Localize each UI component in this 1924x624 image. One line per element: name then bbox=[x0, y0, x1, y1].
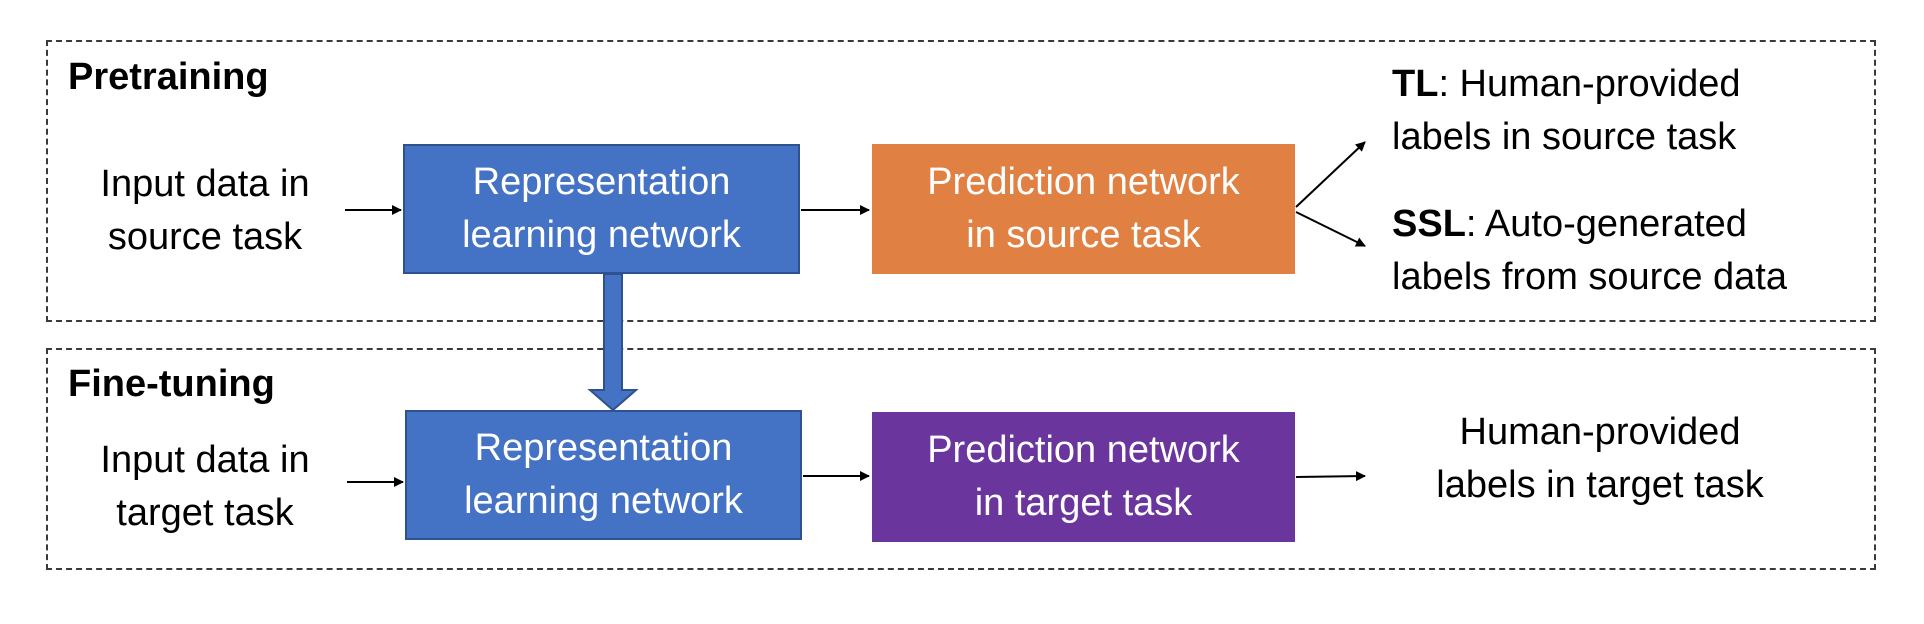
finetuning-prediction-line2: in target task bbox=[974, 482, 1193, 524]
finetuning-representation-box: Representation learning network bbox=[405, 410, 802, 540]
finetuning-input-line1: Input data in bbox=[100, 439, 310, 481]
finetuning-section bbox=[46, 348, 1876, 570]
finetuning-output-line2: labels in target task bbox=[1436, 464, 1764, 506]
finetuning-title: Fine-tuning bbox=[68, 363, 275, 405]
pretraining-prediction-line2: in source task bbox=[966, 214, 1201, 256]
pretraining-input-line2: source task bbox=[107, 216, 303, 258]
pretraining-title: Pretraining bbox=[68, 56, 269, 98]
finetuning-output-label: Human-provided labels in target task bbox=[1380, 406, 1820, 512]
pretraining-input-label: Input data in source task bbox=[60, 158, 350, 264]
pretraining-section bbox=[46, 40, 1876, 322]
pretraining-input-line1: Input data in bbox=[100, 163, 310, 205]
ssl-line1-rest: : Auto-generated bbox=[1465, 203, 1747, 245]
tl-label: TL: Human-provided labels in source task bbox=[1392, 58, 1740, 164]
finetuning-representation-line1: Representation bbox=[474, 427, 733, 469]
finetuning-representation-line2: learning network bbox=[464, 480, 743, 522]
pretraining-representation-box: Representation learning network bbox=[403, 144, 800, 274]
finetuning-prediction-box: Prediction network in target task bbox=[872, 412, 1295, 542]
finetuning-input-label: Input data in target task bbox=[60, 434, 350, 540]
pretraining-prediction-box: Prediction network in source task bbox=[872, 144, 1295, 274]
tl-line1-rest: : Human-provided bbox=[1438, 63, 1741, 105]
ssl-prefix: SSL bbox=[1392, 203, 1466, 245]
pretraining-representation-line1: Representation bbox=[472, 161, 731, 203]
tl-prefix: TL bbox=[1392, 63, 1439, 105]
finetuning-prediction-line1: Prediction network bbox=[927, 429, 1240, 471]
finetuning-input-line2: target task bbox=[116, 492, 294, 534]
finetuning-output-line1: Human-provided bbox=[1459, 411, 1741, 453]
pretraining-representation-line2: learning network bbox=[462, 214, 741, 256]
pretraining-prediction-line1: Prediction network bbox=[927, 161, 1240, 203]
tl-line2: labels in source task bbox=[1392, 116, 1737, 158]
ssl-line2: labels from source data bbox=[1392, 256, 1787, 298]
ssl-label: SSL: Auto-generated labels from source d… bbox=[1392, 198, 1787, 304]
